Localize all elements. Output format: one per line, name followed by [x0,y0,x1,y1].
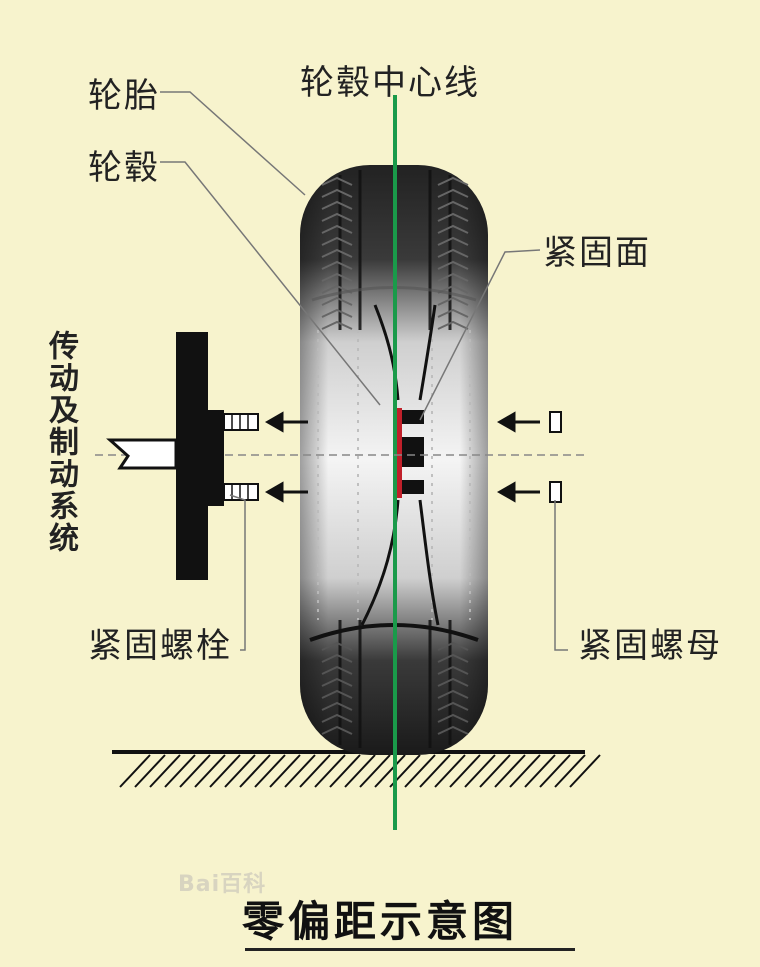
assembly-arrows [264,411,540,503]
fastening-bolt-label: 紧固螺栓 [88,626,232,666]
fastening-nuts [549,411,562,503]
mounting-face [393,408,424,498]
title-underline [245,948,575,951]
watermark: Bai百科 [178,872,267,897]
tire-label: 轮胎 [88,76,160,116]
mounting-face-label: 紧固面 [543,233,651,273]
fastening-bolts [223,413,259,501]
diagram-title: 零偏距示意图 [241,897,518,946]
drive-system [106,332,224,580]
ground [112,750,601,788]
leader-lines [160,91,568,651]
hub-label: 轮毂 [88,148,160,188]
drive-brake-system-label: 传动及制动系统 [43,330,78,554]
hub-center-line-label: 轮毂中心线 [300,63,480,103]
fastening-nut-label: 紧固螺母 [578,626,722,666]
